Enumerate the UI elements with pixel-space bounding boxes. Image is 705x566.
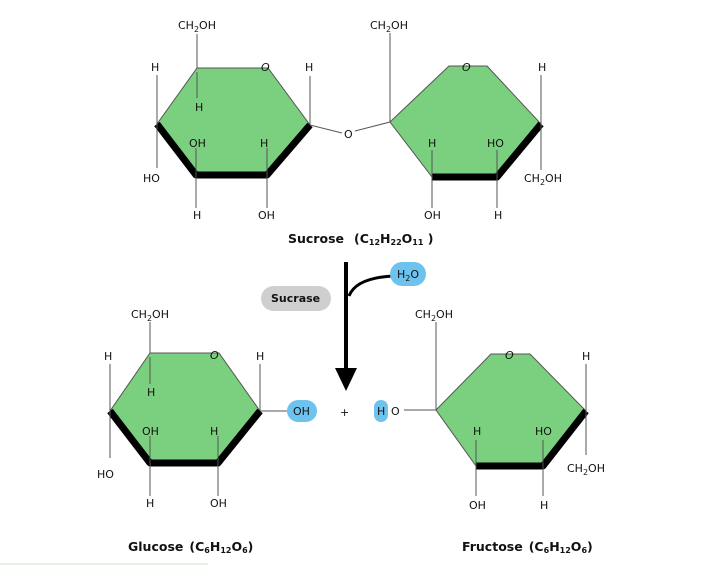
sucrose-fructose-oh-bottom: OH [424, 209, 441, 222]
sucrose-glucose-ch2oh: CH2OH [178, 19, 216, 34]
sucrose-fructose-h-right: H [538, 61, 546, 74]
fructose-h-tag-label: H [377, 405, 385, 418]
fructose-ring-oxygen: O [505, 349, 514, 362]
glucose-oh-tag: OH [287, 400, 317, 422]
glucose-h-bottom: H [146, 497, 154, 510]
fructose-h-right: H [582, 350, 590, 363]
sucrose-glucose-oh-bottom: OH [258, 209, 275, 222]
fructose-ho-inner: HO [535, 425, 552, 438]
glucose-ring: CH2OH O H H H OH H HO H OH [97, 308, 288, 510]
sucrose-fructose-ch2oh: CH2OH [370, 19, 408, 34]
sucrose-glucose-ho-left: HO [143, 172, 160, 185]
glucose-h-left: H [104, 350, 112, 363]
enzyme-label: Sucrase [271, 292, 320, 305]
reaction-arrow [335, 262, 394, 391]
glucose-oh-bottom: OH [210, 497, 227, 510]
glucose-h-right: H [256, 350, 264, 363]
sucrose-fructose-h-inner: H [428, 137, 436, 150]
fructose-oh-bottom: OH [469, 499, 486, 512]
sucrose-glucose-ring: CH2OH O H H H OH H HO H OH [143, 19, 313, 222]
enzyme-pill: Sucrase [261, 286, 331, 311]
fructose-ring: CH2OH O H H HO CH2OH OH H [404, 308, 605, 512]
fructose-h-inner: H [473, 425, 481, 438]
sucrose-fructose-ch2oh-right: CH2OH [524, 172, 562, 187]
glucose-ring-oxygen: O [210, 349, 219, 362]
glucose-oh-tag-label: OH [293, 405, 310, 418]
glucose-h-inner2: H [210, 425, 218, 438]
glucose-ch2oh: CH2OH [131, 308, 169, 323]
fructose-caption: Fructose(C6H12O6) [462, 539, 593, 555]
fructose-h-bottom: H [540, 499, 548, 512]
sucrose-fructose-ring-oxygen: O [462, 61, 471, 74]
water-label: H2O [397, 268, 419, 283]
glucose-oh-inner: OH [142, 425, 159, 438]
fructose-h-tag: H O [374, 400, 400, 422]
sucrose-glucose-h-left: H [151, 61, 159, 74]
sucrose-caption: Sucrose(C12H22O11 ) [288, 231, 434, 247]
sucrose-glucose-oh-inner: OH [189, 137, 206, 150]
glucose-h-inner: H [147, 386, 155, 399]
sucrose-fructose-h-bottom: H [494, 209, 502, 222]
sucrose-fructose-ho-inner: HO [487, 137, 504, 150]
glucose-ho-left: HO [97, 468, 114, 481]
sucrose-glucose-h-inner2: H [260, 137, 268, 150]
plus-sign: + [340, 406, 349, 419]
fructose-ch2oh: CH2OH [415, 308, 453, 323]
sucrose-glucose-h-right: H [305, 61, 313, 74]
water-pill: H2O [390, 262, 426, 286]
sucrose-glucose-h-bottom: H [193, 209, 201, 222]
fructose-ch2oh-right: CH2OH [567, 462, 605, 477]
glycosidic-bond: O [309, 121, 391, 141]
glycosidic-oxygen: O [344, 128, 353, 141]
sucrose-glucose-ring-oxygen: O [261, 61, 270, 74]
sucrose-glucose-h-inner: H [195, 101, 203, 114]
fructose-h-tag-oxygen: O [391, 405, 400, 418]
glucose-caption: Glucose(C6H12O6) [128, 539, 253, 555]
sucrose-fructose-ring: CH2OH O H H HO CH2OH OH H [370, 19, 562, 222]
